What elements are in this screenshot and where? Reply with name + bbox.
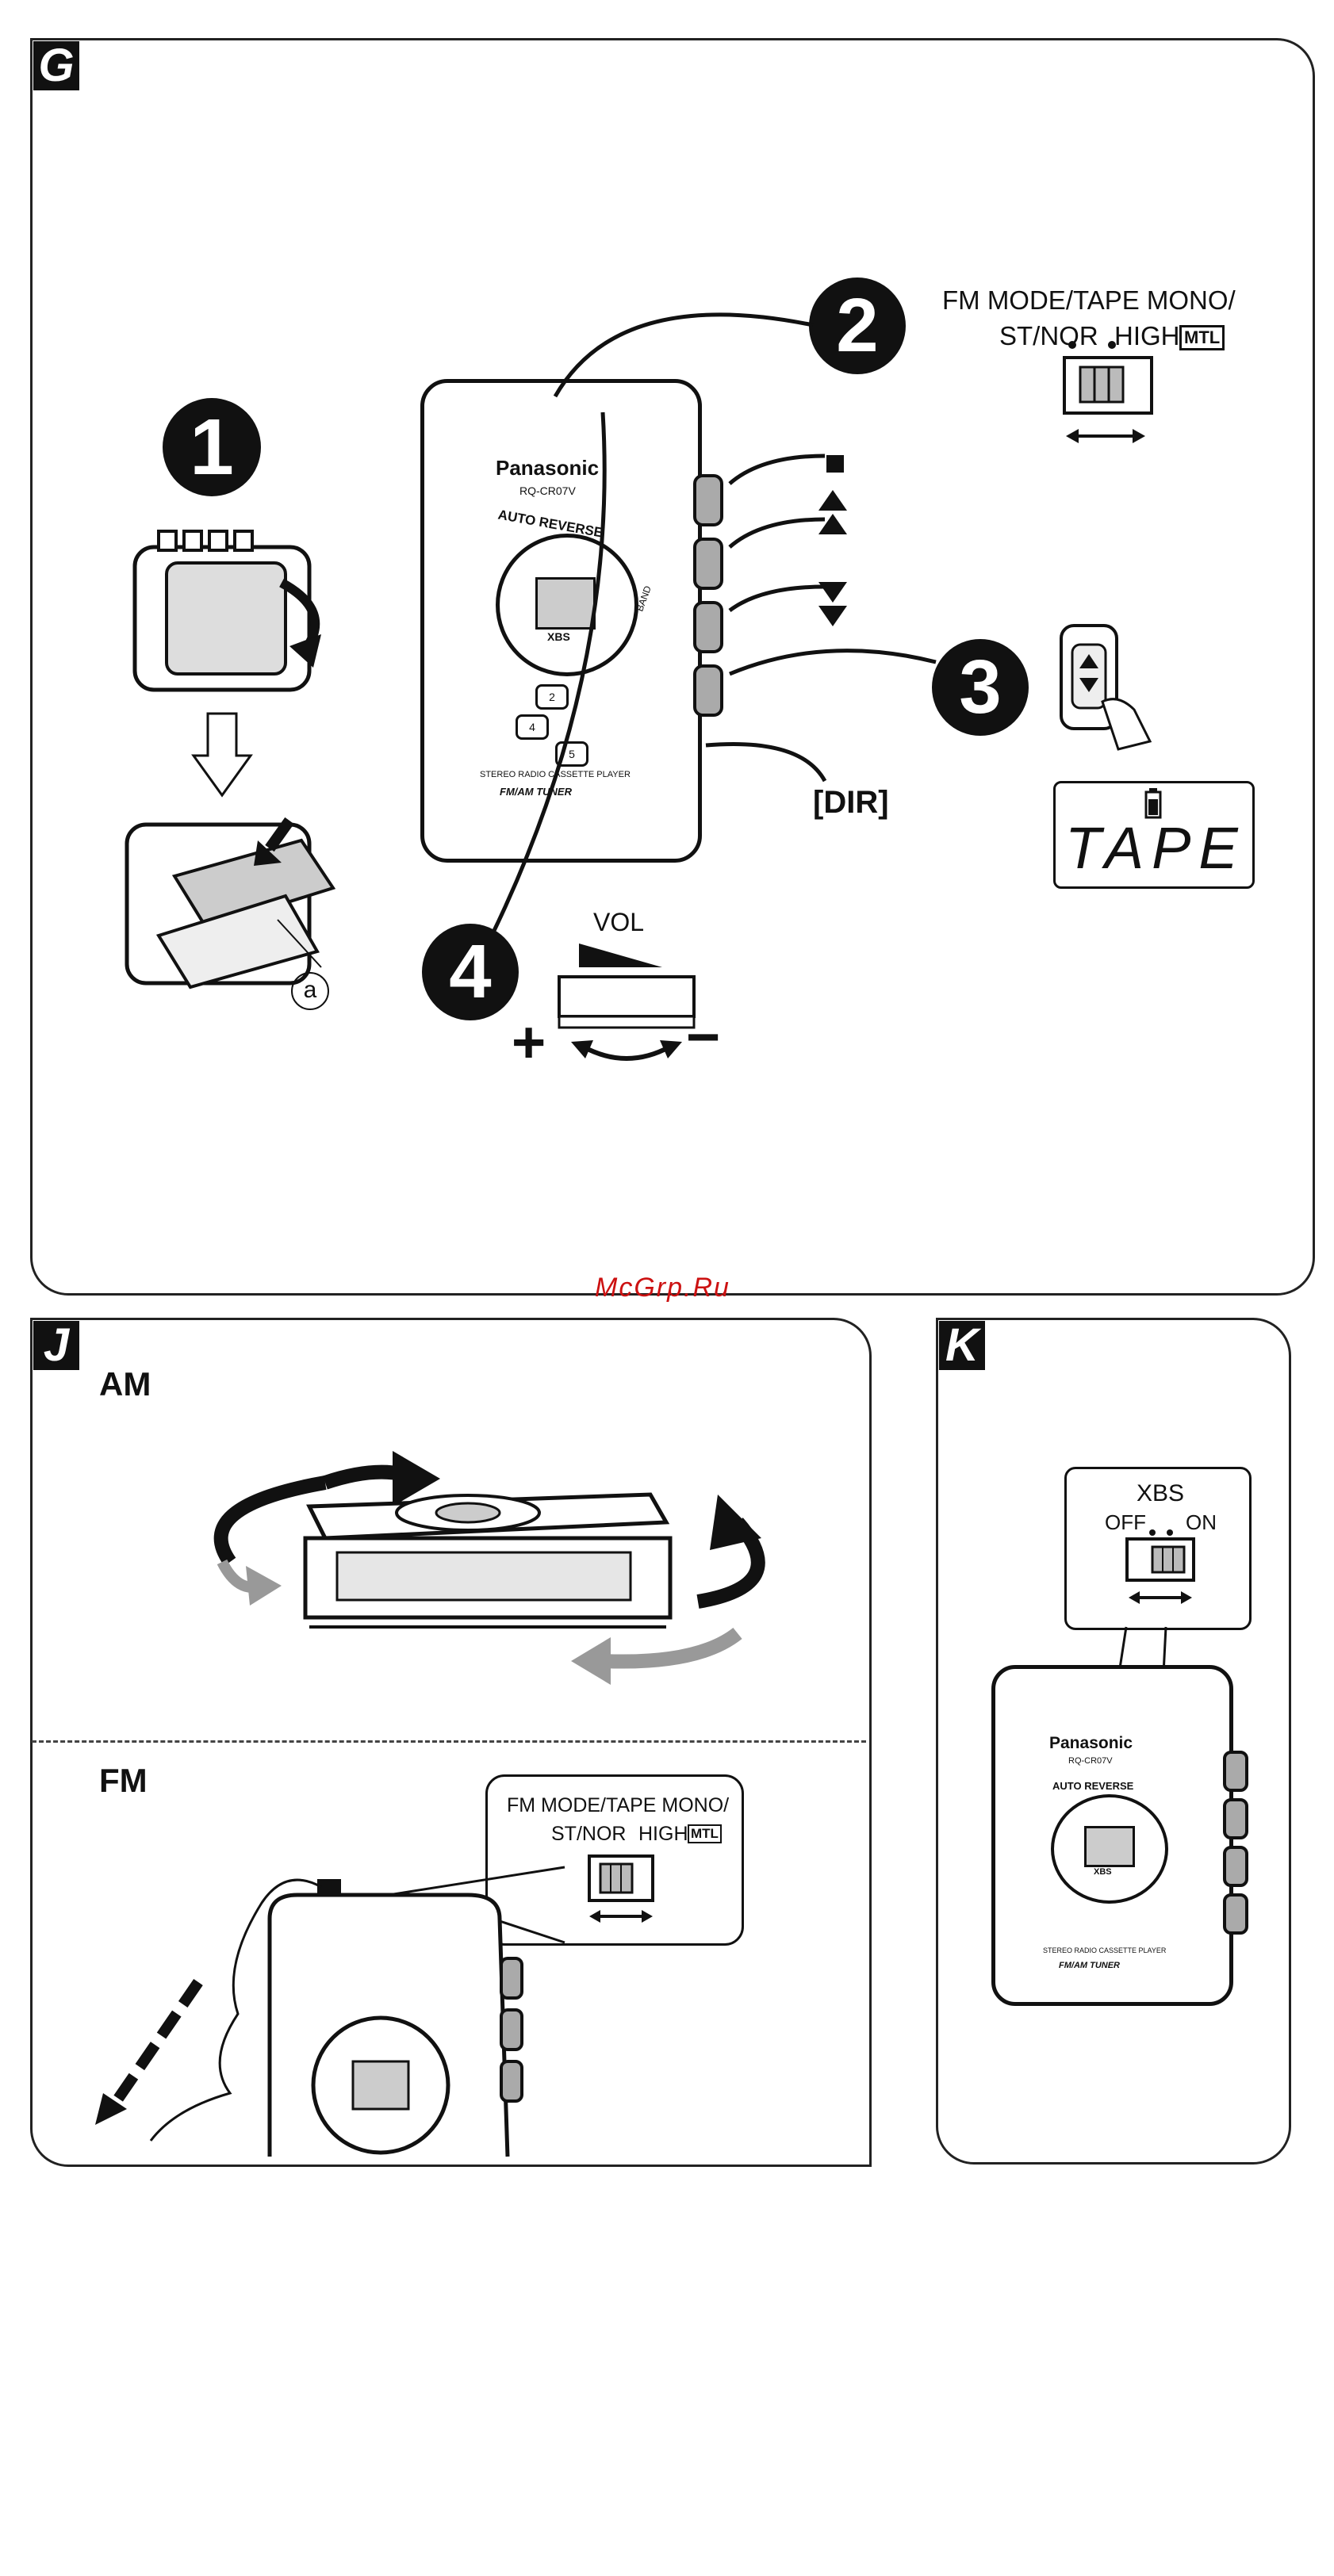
xbs-leader-lines — [0, 0, 1334, 1744]
k-player-xbs: XBS — [1094, 1867, 1112, 1877]
k-player-brand: Panasonic — [1049, 1734, 1133, 1753]
k-player-model: RQ-CR07V — [1068, 1756, 1113, 1766]
fm-antenna-player-illustration — [79, 1871, 555, 2157]
fm-mode-switch-line1: FM MODE/TAPE MONO/ — [507, 1794, 729, 1817]
fm-mode-switch-illustration — [583, 1853, 670, 1936]
k-player-stereo-line: STEREO RADIO CASSETTE PLAYER — [1043, 1946, 1166, 1954]
k-player-illustration: Panasonic RQ-CR07V AUTO REVERSE XBS STER… — [991, 1665, 1233, 2006]
k-player-lcd — [1084, 1826, 1135, 1867]
fm-mode-switch-high: HIGH — [638, 1823, 688, 1846]
k-player-auto-reverse: AUTO REVERSE — [1052, 1780, 1133, 1792]
fm-mode-switch-line2: ST/NOR — [551, 1823, 626, 1846]
fm-label: FM — [99, 1762, 148, 1800]
k-player-side-buttons — [1221, 1744, 1261, 1950]
fm-mode-switch-mtl: MTL — [688, 1824, 722, 1843]
k-player-fm-am-line: FM/AM TUNER — [1059, 1961, 1120, 1970]
